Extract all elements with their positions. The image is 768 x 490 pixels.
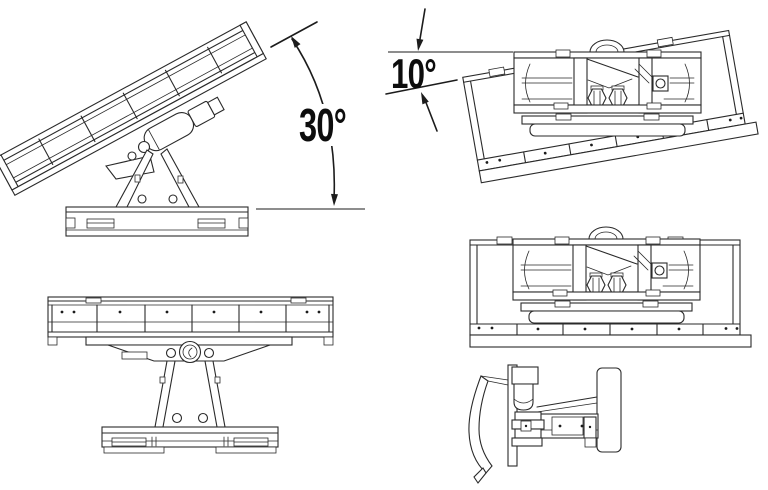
leader-line-top — [418, 8, 426, 46]
leader-line-bottom — [424, 99, 438, 132]
view-side-profile — [468, 364, 622, 484]
mount-plan — [512, 226, 701, 324]
view-front-elevation — [47, 296, 334, 454]
arrow-down-icon — [331, 193, 338, 206]
lift-cylinder — [511, 366, 539, 411]
arrow-up-icon — [291, 36, 301, 48]
mount-plan — [513, 39, 702, 137]
tilt-angle-label: 30° — [299, 99, 346, 151]
coupler-stack — [511, 411, 545, 447]
arrow-down-icon — [416, 38, 424, 51]
pivot-pin-small — [127, 151, 137, 161]
tilt-cylinder — [143, 96, 225, 152]
view-side-elevation-tilted — [0, 21, 267, 237]
push-arm — [536, 396, 599, 448]
a-frame-stand-side — [115, 148, 200, 208]
angle-annotation-10: 10° — [385, 8, 513, 132]
arrow-up-icon — [421, 92, 429, 105]
blade-profile — [468, 375, 509, 484]
blade-extension-line — [270, 21, 318, 48]
blade-side-tilted — [0, 21, 267, 197]
blade-edge-extension-line — [385, 79, 458, 95]
yaw-angle-label: 10° — [391, 50, 436, 97]
a-frame-stand-front — [154, 360, 226, 428]
mount-front — [85, 336, 293, 364]
quick-attach-base-side — [65, 206, 249, 237]
view-plan-straight — [469, 226, 752, 348]
mount-plate — [596, 367, 622, 453]
blade-front — [47, 296, 334, 346]
view-plan-angled — [461, 25, 759, 184]
quick-attach-base-front — [101, 426, 279, 454]
angle-annotation-30: 30° — [256, 21, 365, 210]
